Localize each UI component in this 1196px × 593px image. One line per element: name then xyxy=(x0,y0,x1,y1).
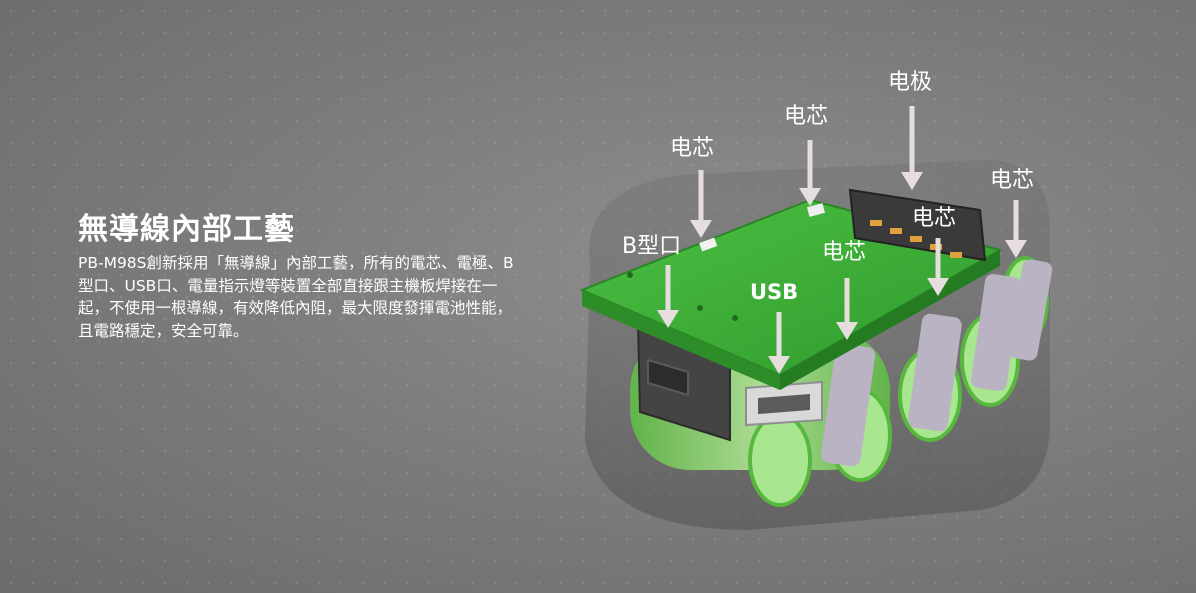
label-cell-mid-right: 电芯 xyxy=(912,206,957,231)
electrode-connector xyxy=(848,188,987,262)
nickel-tab xyxy=(820,343,876,467)
arrow-head xyxy=(690,220,712,238)
pcb-via xyxy=(627,272,633,278)
b-port-socket xyxy=(647,358,689,397)
nickel-tab xyxy=(971,274,1021,391)
arrow-head xyxy=(927,278,949,296)
arrow-head xyxy=(1005,240,1027,258)
pcb-board-edge xyxy=(582,290,780,390)
electrode-pin xyxy=(910,236,922,242)
electrode-pin xyxy=(870,220,882,226)
battery-cell-end xyxy=(748,413,812,507)
label-cell-mid: 电芯 xyxy=(822,240,867,265)
label-b-port: B型口 xyxy=(622,234,682,259)
nickel-tab xyxy=(1007,259,1053,361)
description: PB-M98S創新採用「無導線」內部工藝，所有的電芯、電極、B型口、USB口、電… xyxy=(78,254,514,340)
nickel-tab xyxy=(908,313,962,432)
arrow-head xyxy=(768,356,790,374)
arrow-head xyxy=(836,322,858,340)
label-electrode: 电极 xyxy=(888,70,933,95)
arrow-head xyxy=(657,310,679,328)
pcb-via xyxy=(697,305,703,311)
label-cell-top: 电芯 xyxy=(784,104,829,129)
label-cell-left: 电芯 xyxy=(670,136,715,161)
electrode-pin xyxy=(950,252,962,258)
headline: 無導線內部工藝 xyxy=(78,212,295,247)
power-bank-internal-illustration xyxy=(579,106,1053,530)
label-cell-right: 电芯 xyxy=(990,168,1035,193)
label-usb: USB xyxy=(750,280,799,304)
arrow-head xyxy=(901,172,923,190)
usb-port-slot xyxy=(758,394,810,414)
electrode-pin xyxy=(890,228,902,234)
pcb-via xyxy=(732,315,738,321)
pcb-board-edge xyxy=(780,250,1000,390)
indicator-led xyxy=(699,237,718,252)
arrow-head xyxy=(799,188,821,206)
pcb-pad xyxy=(806,203,826,217)
